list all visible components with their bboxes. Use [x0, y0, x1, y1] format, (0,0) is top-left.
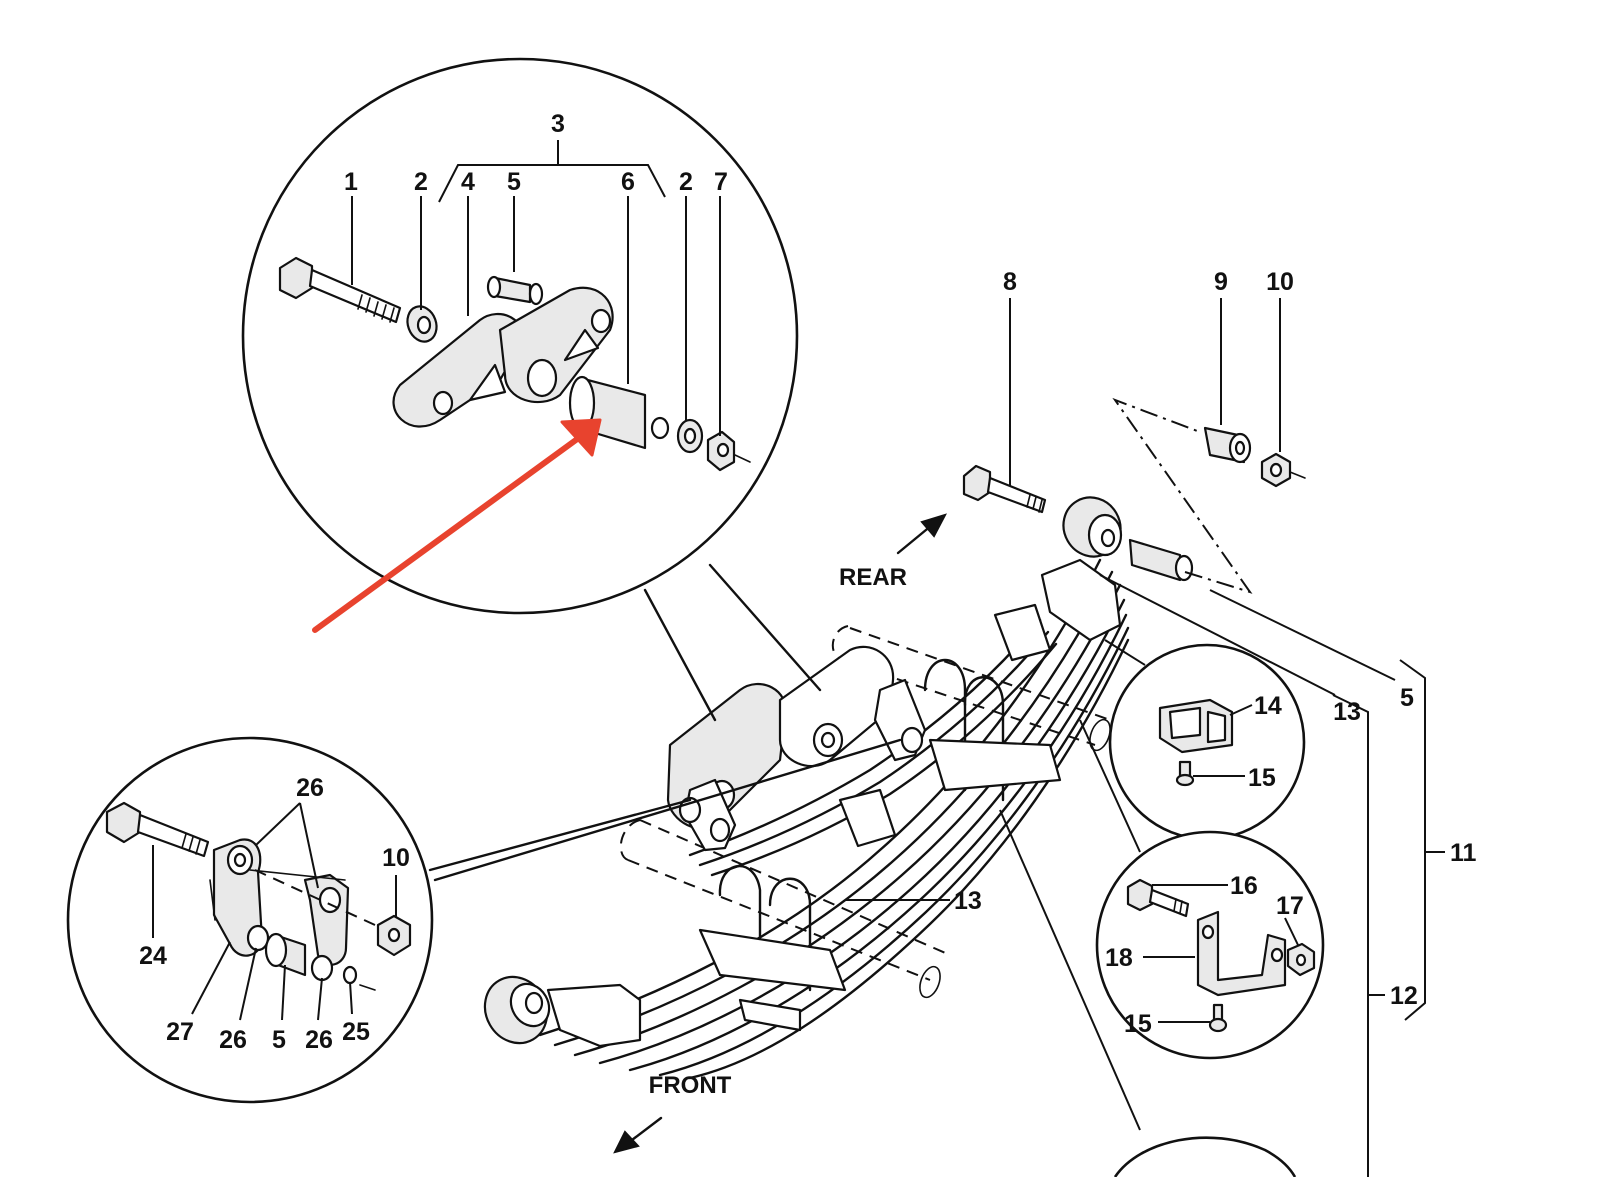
callout-16: 16 — [1230, 872, 1258, 900]
callout-27: 27 — [166, 1018, 194, 1046]
callout-2-left: 2 — [414, 168, 428, 196]
callout-3: 3 — [551, 110, 565, 138]
callout-10-left: 10 — [382, 844, 410, 872]
callout-26-top: 26 — [296, 774, 324, 802]
shackle-detail-inset — [241, 57, 822, 722]
callout-24: 24 — [139, 942, 167, 970]
callout-4: 4 — [461, 168, 475, 196]
callout-5-right: 5 — [1400, 684, 1414, 712]
rear-label: REAR — [839, 564, 907, 591]
callout-12: 12 — [1390, 982, 1418, 1010]
callout-26-left: 26 — [219, 1026, 247, 1054]
rear-direction-indicator — [896, 513, 947, 555]
bracket-detail-inset — [1095, 830, 1325, 1060]
callout-11: 11 — [1450, 839, 1477, 867]
callout-6: 6 — [621, 168, 635, 196]
partial-detail-inset — [1113, 1136, 1297, 1177]
front-shackle-detail-inset — [66, 736, 902, 1104]
rear-eye-hardware — [845, 298, 1396, 901]
callout-5-top: 5 — [507, 168, 521, 196]
callout-15-upper: 15 — [1248, 764, 1276, 792]
bolt-1-part — [278, 256, 402, 324]
callout-17: 17 — [1276, 892, 1304, 920]
callout-5-left: 5 — [272, 1026, 286, 1054]
callout-labels: 3 1 2 4 5 6 2 7 8 9 10 5 13 11 12 13 14 … — [139, 110, 1476, 1099]
leaf-spring-assembly — [483, 496, 1130, 1080]
callout-8: 8 — [1003, 268, 1017, 296]
front-label: FRONT — [649, 1072, 732, 1099]
callout-25: 25 — [342, 1018, 370, 1046]
callout-26-right: 26 — [305, 1026, 333, 1054]
callout-15-lower: 15 — [1124, 1010, 1152, 1038]
callout-2-right: 2 — [679, 168, 693, 196]
callout-13-right: 13 — [1333, 698, 1361, 726]
callout-14: 14 — [1254, 692, 1282, 720]
highlight-arrow — [312, 418, 602, 633]
clip-detail-inset — [1108, 643, 1306, 841]
front-direction-indicator — [613, 1116, 663, 1154]
callout-7: 7 — [714, 168, 728, 196]
callout-10-top: 10 — [1266, 268, 1294, 296]
callout-18: 18 — [1105, 944, 1133, 972]
assembly-brackets — [1332, 659, 1445, 1177]
callout-1: 1 — [344, 168, 358, 196]
callout-13-center: 13 — [954, 887, 982, 915]
callout-9: 9 — [1214, 268, 1228, 296]
